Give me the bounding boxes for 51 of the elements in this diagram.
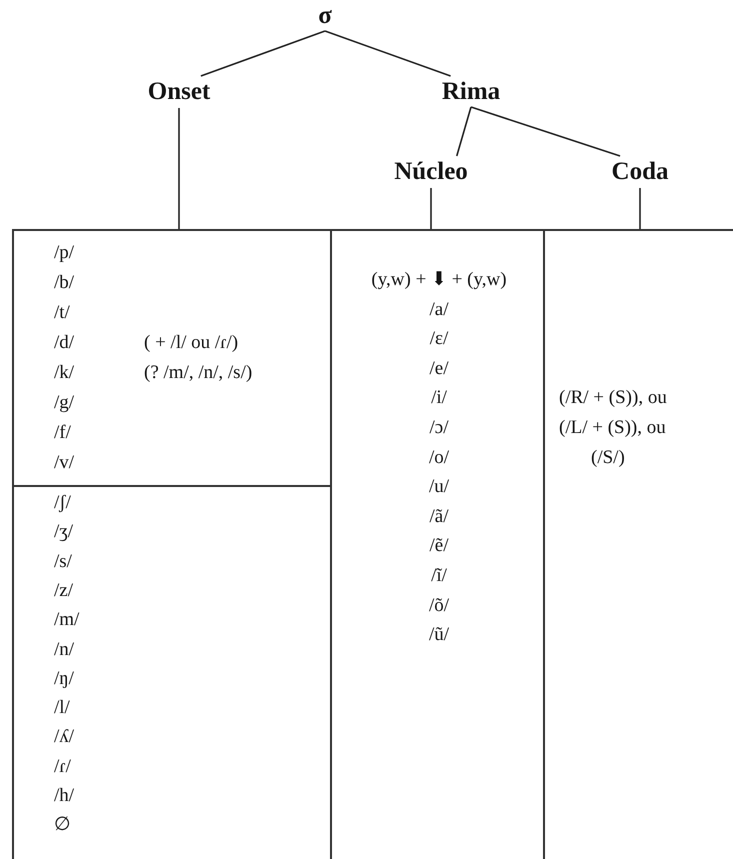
phoneme-text: /ã/ [430,504,448,529]
node-label: Núcleo [394,158,468,186]
phoneme-text: /ʃ/ [54,491,71,515]
tree-branch-line [324,30,451,77]
node-label: Rima [442,78,500,106]
tree-branch-line [639,188,641,229]
node-label: Coda [612,158,668,186]
phoneme-text: /ʒ/ [54,520,73,544]
phoneme-text: /p/ [54,241,74,265]
node-label: σ [318,2,332,30]
phoneme-text: /ĩ/ [431,564,447,588]
phoneme-text: /t/ [54,301,70,325]
phoneme-text: /ɛ/ [430,327,448,352]
phoneme-text: (? /m/, /n/, /s/) [144,361,252,385]
phoneme-text: /ʎ/ [54,725,74,750]
phoneme-text: /g/ [54,391,74,415]
tree-branch-line [200,30,326,77]
phoneme-text: ( + /l/ ou /ɾ/) [144,331,238,355]
phoneme-text: (/L/ + (S)), ou [559,416,666,440]
phoneme-text: /ũ/ [428,623,450,648]
phoneme-text: /f/ [54,421,71,445]
phoneme-text: (/R/ + (S)), ou [559,386,667,410]
tree-branch-line [456,106,472,156]
phoneme-text: /ɔ/ [430,416,448,440]
phoneme-text: /õ/ [428,594,450,618]
phoneme-text: /v/ [54,451,74,475]
phoneme-text: /ɾ/ [54,754,71,779]
node-label: Onset [148,78,210,106]
phoneme-text: ∅ [54,813,71,838]
table-cell [12,229,332,487]
phoneme-text: /ŋ/ [54,666,74,691]
phoneme-text: /s/ [54,550,72,574]
phoneme-text: /h/ [54,784,74,808]
phoneme-text: /m/ [54,608,80,632]
phoneme-text: /l/ [54,696,70,720]
tree-branch-line [430,188,432,229]
phoneme-text: (/S/) [591,446,625,470]
phoneme-text: /z/ [54,578,73,603]
tree-branch-line [470,106,620,157]
phoneme-text: /b/ [54,271,74,295]
phoneme-text: /ẽ/ [430,534,448,558]
phoneme-text: /i/ [431,386,447,410]
phoneme-text: /o/ [428,446,450,470]
phoneme-text: /k/ [54,361,74,385]
phoneme-text: /n/ [54,638,74,662]
phoneme-text: (y,w) + ⬇ + (y,w) [371,268,507,292]
tree-branch-line [178,108,180,229]
phoneme-text: /e/ [430,356,448,381]
phoneme-text: /u/ [428,475,450,500]
phoneme-text: /d/ [54,331,74,355]
phoneme-text: /a/ [430,298,448,322]
